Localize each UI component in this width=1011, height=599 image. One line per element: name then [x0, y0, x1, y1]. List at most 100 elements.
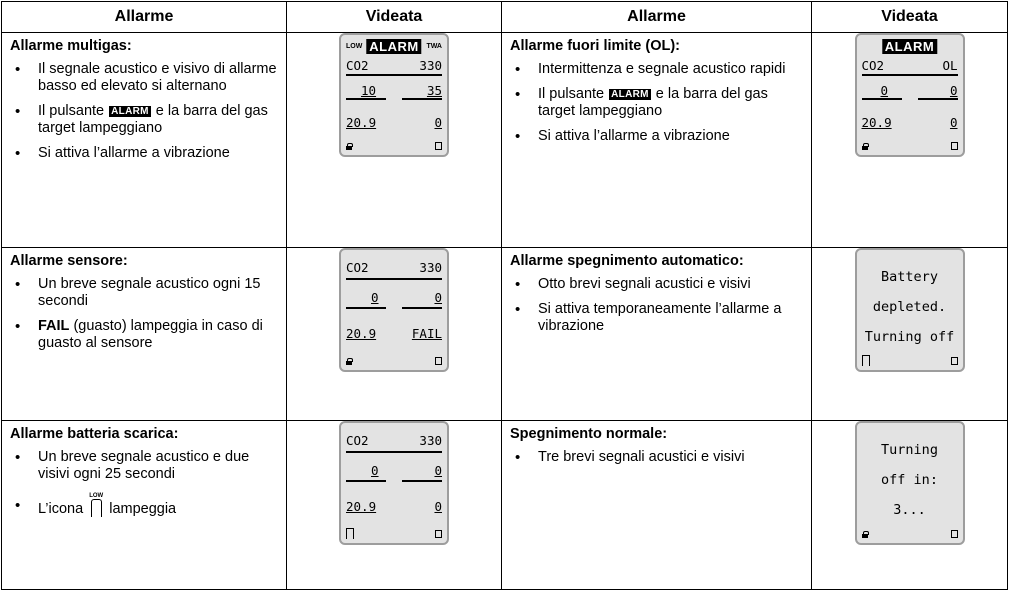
display-message: off in: [881, 472, 938, 488]
alarm-title: Allarme fuori limite (OL): [510, 38, 680, 54]
reading-value: 0 [880, 83, 889, 98]
reading-value: 0 [371, 463, 379, 478]
reading-value: 0 [949, 83, 958, 98]
bullet-list: Tre brevi segnali acustici e visivi [510, 449, 803, 466]
list-item: L’icona LOW lampeggia [10, 493, 278, 518]
gas-reading: OL [942, 58, 958, 73]
reading-value: 35 [426, 83, 442, 98]
list-item: Il pulsante ALARM e la barra del gas tar… [10, 103, 278, 137]
divider [861, 98, 902, 100]
list-item: Otto brevi segnali acustici e visivi [510, 276, 803, 293]
gas-name: CO2 [346, 433, 369, 448]
reading-value: 20.9 [861, 115, 892, 130]
divider [917, 98, 958, 100]
list-item: Il segnale acustico e visivo di allarme … [10, 61, 278, 95]
alarm-title: Allarme spegnimento automatico: [510, 253, 744, 269]
screen-cell: CO2 330 0 0 20.9 0 [286, 420, 502, 590]
text-span: lampeggia [109, 501, 177, 517]
display-message: Turning off [864, 329, 955, 345]
reading-value: 20.9 [346, 115, 377, 130]
table-row: Allarme batteria scarica: Un breve segna… [1, 420, 1008, 590]
low-label: LOW [346, 43, 363, 50]
divider [402, 98, 442, 100]
header-alarm-left: Allarme [1, 1, 287, 33]
bullet-list: Il segnale acustico e visivo di allarme … [10, 61, 278, 162]
display-header: LOW ALARM TWA [346, 39, 442, 54]
battery-icon [950, 530, 958, 538]
gas-name: CO2 [346, 260, 369, 275]
divider [346, 74, 442, 76]
bullet-list: Un breve segnale acustico e due visivi o… [10, 449, 278, 518]
reading-value: 20.9 [346, 326, 377, 341]
table-row: Allarme multigas: Il segnale acustico e … [1, 32, 1008, 248]
reading-value: 0 [434, 290, 442, 305]
divider [861, 74, 958, 76]
divider [346, 480, 386, 482]
list-item: Un breve segnale acustico e due visivi o… [10, 449, 278, 483]
battery-outline [91, 499, 103, 517]
gas-name: CO2 [861, 58, 885, 73]
list-item: Si attiva l’allarme a vibrazione [510, 128, 803, 145]
list-item: Intermittenza e segnale acustico rapidi [510, 61, 803, 78]
alarm-description: Allarme multigas: Il segnale acustico e … [1, 32, 287, 248]
alarm-description: Allarme sensore: Un breve segnale acusti… [1, 247, 287, 421]
divider [402, 307, 442, 309]
list-item: Si attiva l’allarme a vibrazione [10, 145, 278, 162]
reading-value: 0 [434, 115, 442, 130]
text-span: Il pulsante [538, 86, 605, 102]
reading-value: FAIL [411, 326, 442, 341]
header-alarm-right: Allarme [501, 1, 812, 33]
reading-value: 0 [371, 290, 379, 305]
screen-cell: Turning off in: 3... [811, 420, 1008, 590]
gas-reading: 330 [419, 58, 442, 73]
lock-icon [861, 143, 869, 150]
divider [402, 480, 442, 482]
device-display: CO2 330 0 0 20.9 FAIL [339, 248, 449, 372]
alarm-button-icon: ALARM [609, 89, 651, 100]
device-display: Turning off in: 3... [854, 421, 965, 545]
divider [346, 98, 386, 100]
low-battery-icon [861, 355, 870, 366]
alarm-table: Allarme Videata Allarme Videata Allarme … [1, 1, 1008, 590]
header-screen-left: Videata [286, 1, 502, 33]
screen-cell: ALARM CO2 OL 0 0 20.9 0 [811, 32, 1008, 248]
bullet-list: Intermittenza e segnale acustico rapidi … [510, 61, 803, 145]
reading-value: 20.9 [346, 499, 377, 514]
alarm-description: Allarme batteria scarica: Un breve segna… [1, 420, 287, 590]
text-span: Il pulsante [38, 103, 105, 119]
list-item: Si attiva temporaneamente l’allarme a vi… [510, 301, 803, 335]
reading-value: 0 [949, 115, 958, 130]
lock-icon [346, 143, 353, 150]
lock-icon [861, 531, 869, 538]
display-message: Battery [881, 269, 938, 285]
low-label: LOW [89, 493, 104, 499]
display-message: depleted. [872, 299, 947, 315]
battery-icon [435, 142, 442, 150]
gas-name: CO2 [346, 58, 369, 73]
lock-icon [346, 358, 353, 365]
divider [346, 278, 442, 280]
screen-cell: Battery depleted. Turning off [811, 247, 1008, 421]
display-header: ALARM [862, 39, 958, 54]
display-message: Turning [881, 442, 938, 458]
text-span: L’icona [38, 501, 84, 517]
alarm-description: Allarme fuori limite (OL): Intermittenza… [501, 32, 812, 248]
screen-cell: LOW ALARM TWA CO2 330 10 35 20.9 0 [286, 32, 502, 248]
battery-icon [950, 142, 958, 150]
text-span: e la barra del gas target lampeggiano [38, 103, 268, 136]
divider [346, 307, 386, 309]
gas-reading: 330 [419, 433, 442, 448]
text-span: e la barra del gas target lampeggiano [538, 86, 768, 119]
divider [346, 451, 442, 453]
alarm-title: Allarme multigas: [10, 38, 132, 54]
table-header-row: Allarme Videata Allarme Videata [1, 1, 1008, 33]
reading-value: 10 [361, 83, 377, 98]
text-span: (guasto) lampeggia in caso di guasto al … [38, 318, 263, 351]
alarm-description: Allarme spegnimento automatico: Otto bre… [501, 247, 812, 421]
alarm-button-icon: ALARM [109, 106, 151, 117]
alarm-label: ALARM [881, 39, 938, 54]
bullet-list: Otto brevi segnali acustici e visivi Si … [510, 276, 803, 335]
header-screen-right: Videata [811, 1, 1008, 33]
gas-reading: 330 [419, 260, 442, 275]
low-battery-icon [346, 528, 354, 539]
